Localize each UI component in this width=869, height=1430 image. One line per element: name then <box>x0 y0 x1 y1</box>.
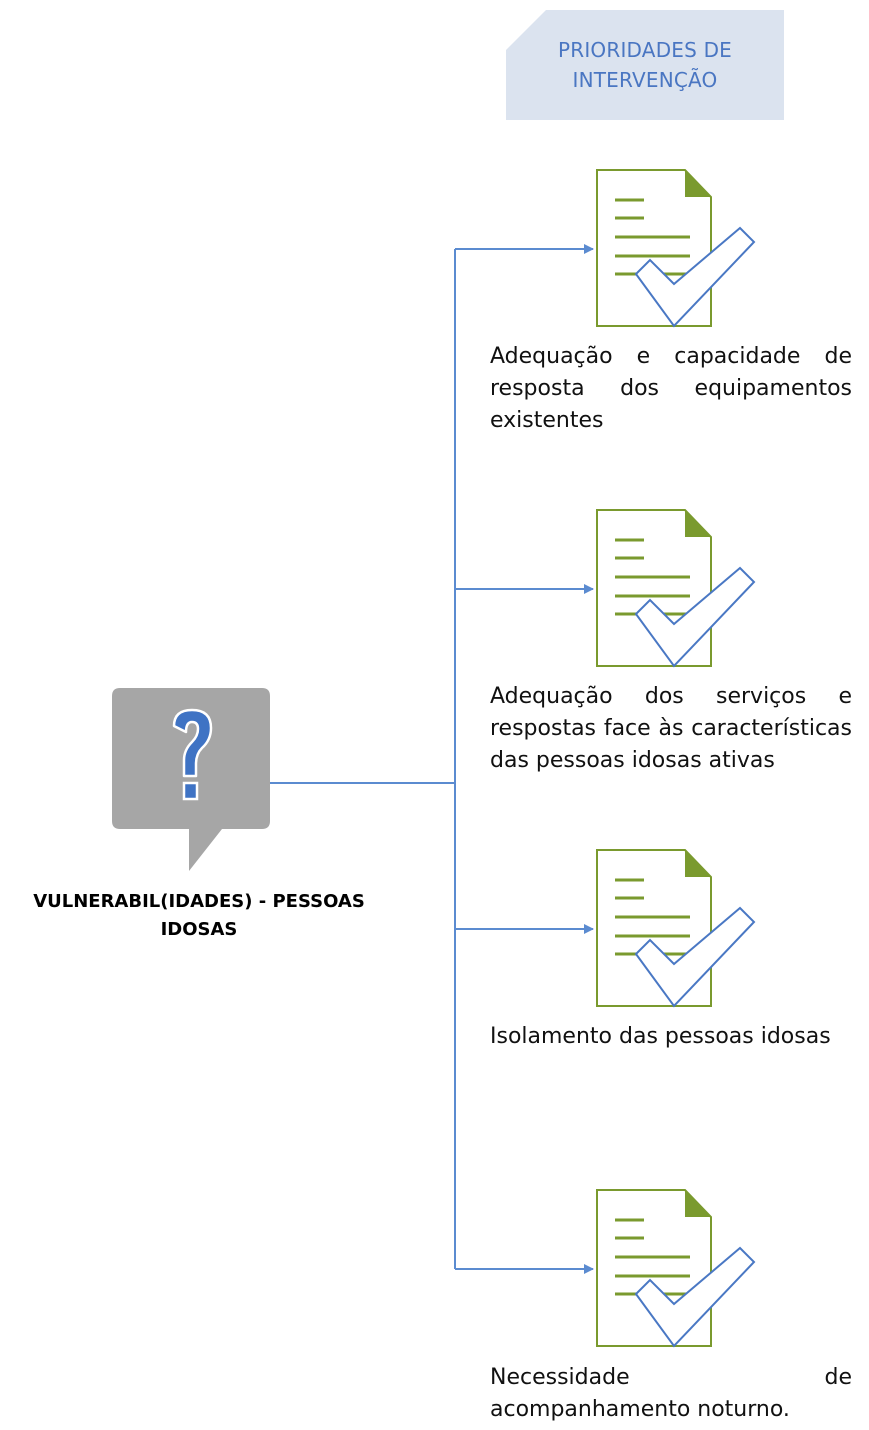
document-check-icon <box>592 166 762 336</box>
priority-item-2-label: Adequação dos serviços e respostas face … <box>490 684 852 773</box>
priority-item-4-label: Necessidade de acompanhamento noturno. <box>490 1365 852 1422</box>
priorities-header-label: PRIORIDADES DE INTERVENÇÃO <box>557 38 733 92</box>
document-check-icon <box>592 1186 762 1356</box>
document-check-icon <box>592 846 762 1016</box>
source-label: VULNERABIL(IDADES) - PESSOAS IDOSAS <box>33 891 365 940</box>
priorities-header: PRIORIDADES DE INTERVENÇÃO <box>506 10 784 120</box>
priority-item-3-label: Isolamento das pessoas idosas <box>490 1024 831 1049</box>
question-bubble-icon <box>112 688 272 878</box>
priority-item-1-label: Adequação e capacidade de resposta dos e… <box>490 344 852 433</box>
document-check-icon <box>592 506 762 676</box>
